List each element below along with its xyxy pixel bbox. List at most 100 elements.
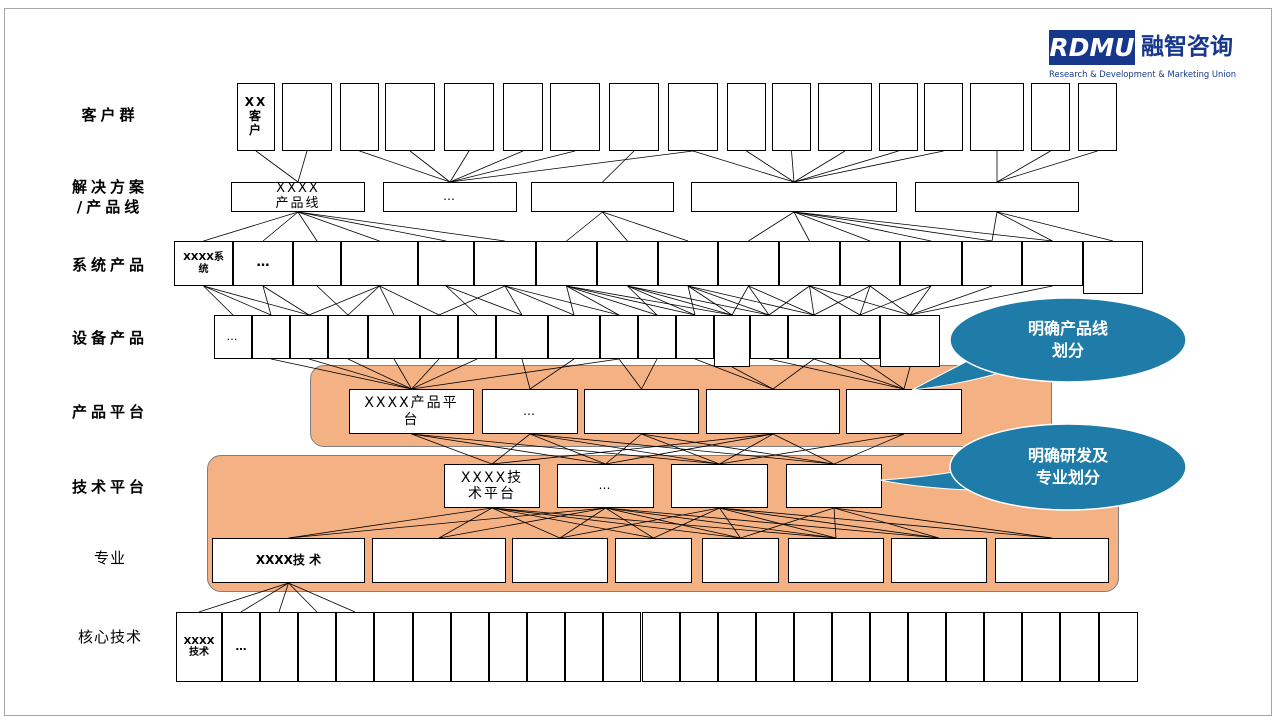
solution-box: … <box>383 182 517 212</box>
customer-box <box>818 83 872 151</box>
connector-line <box>347 358 412 390</box>
system-box: … <box>233 241 293 286</box>
core-box: XXXX 技术 <box>176 612 222 682</box>
connector-line <box>445 285 523 316</box>
connector-line <box>529 433 835 465</box>
connector-line <box>566 285 575 316</box>
connector-line <box>240 582 289 613</box>
connector-line <box>833 507 1053 539</box>
device-box <box>600 315 638 359</box>
connector-line <box>602 211 689 242</box>
connector-line <box>262 211 299 242</box>
connector-line <box>859 285 871 316</box>
connector-line <box>297 211 318 242</box>
core-box <box>984 612 1022 682</box>
core-box: … <box>222 612 260 682</box>
connector-line <box>748 285 770 316</box>
connector-line <box>809 285 911 316</box>
row-label-device: 设备产品 <box>71 329 148 347</box>
connector-line <box>504 285 620 316</box>
connector-line <box>559 507 720 539</box>
connector-line <box>379 285 395 316</box>
core-box <box>527 612 565 682</box>
connector-line <box>859 285 932 316</box>
connector-line <box>641 433 720 465</box>
device-box <box>252 315 290 359</box>
platform-box <box>706 389 840 434</box>
row-label-discipline: 专业 <box>93 549 126 567</box>
connector-line <box>438 285 506 316</box>
connector-line <box>203 285 272 316</box>
system-box <box>1022 241 1083 286</box>
connector-line <box>694 358 774 390</box>
core-box <box>603 612 641 682</box>
platform-box <box>846 389 962 434</box>
device-box: … <box>214 315 252 359</box>
system-box <box>840 241 900 286</box>
connector-line <box>529 358 575 390</box>
connector-line <box>996 150 1098 183</box>
system-box <box>900 241 962 286</box>
connector-line <box>833 507 837 539</box>
customer-box <box>668 83 718 151</box>
connector-line <box>359 150 451 183</box>
connector-line <box>566 285 733 316</box>
customer-box <box>970 83 1024 151</box>
techplat-box <box>786 464 882 508</box>
row-label-tech-platform: 技术平台 <box>71 478 148 496</box>
core-box <box>642 612 680 682</box>
connector-line <box>411 433 720 465</box>
core-box <box>489 612 527 682</box>
connector-line <box>731 366 774 390</box>
device-box <box>328 315 368 359</box>
connector-line <box>793 150 899 183</box>
connector-line <box>740 507 835 539</box>
connector-line <box>605 433 642 465</box>
core-box <box>413 612 451 682</box>
connector-line <box>270 358 412 390</box>
device-box <box>638 315 676 359</box>
core-box <box>1022 612 1060 682</box>
connector-line <box>719 507 741 539</box>
connector-line <box>529 433 720 465</box>
system-box <box>474 241 536 286</box>
logo-name-cn: 融智咨询 <box>1141 34 1233 60</box>
connector-line <box>262 285 310 316</box>
disc-box <box>891 538 987 583</box>
connector-line <box>449 150 694 183</box>
connector-line <box>627 285 658 316</box>
connector-line <box>719 433 905 465</box>
connector-line <box>833 433 905 465</box>
connector-line <box>602 150 635 183</box>
connector-line <box>605 507 837 539</box>
connector-line <box>991 211 998 242</box>
device-box <box>548 315 600 359</box>
connector-line <box>793 211 932 242</box>
customer-box <box>609 83 659 151</box>
connector-line <box>288 582 356 613</box>
customer-box <box>550 83 600 151</box>
rdmu-logo: RDMU 融智咨询 Research & Development & Marke… <box>1049 30 1257 80</box>
row-label-system: 系统产品 <box>71 256 148 274</box>
callout-rd-discipline-text: 明确研发及 专业划分 <box>1027 446 1108 487</box>
connector-line <box>288 582 318 613</box>
core-box <box>718 612 756 682</box>
connector-line <box>605 507 654 539</box>
connector-line <box>566 211 603 242</box>
core-box <box>870 612 908 682</box>
disc-box <box>372 538 506 583</box>
connector-line <box>278 582 289 613</box>
core-box <box>1099 612 1138 682</box>
connector-line <box>449 150 470 183</box>
connector-line <box>903 366 911 390</box>
connector-line <box>393 358 412 390</box>
disc-box <box>995 538 1109 583</box>
connector-line <box>566 285 658 316</box>
connector-line <box>504 285 575 316</box>
disc-box <box>615 538 692 583</box>
connector-line <box>288 507 493 539</box>
connector-line <box>347 285 380 316</box>
row-label-core-tech: 核心技术 <box>77 628 142 646</box>
connector-line <box>731 285 749 316</box>
